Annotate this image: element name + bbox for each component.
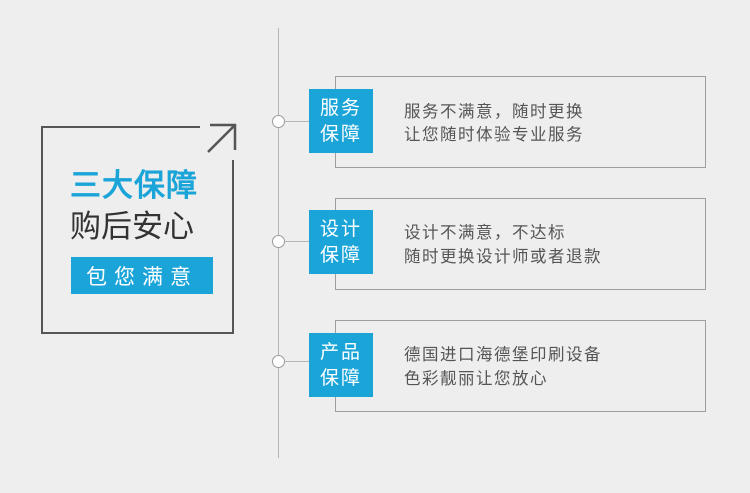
arrow-up-right-icon xyxy=(207,123,237,153)
timeline-node xyxy=(272,355,285,368)
timeline-connector xyxy=(285,121,309,122)
desc-line: 随时更换设计师或者退款 xyxy=(404,247,602,266)
tag-line: 保障 xyxy=(319,367,362,389)
tag-design: 设计 保障 xyxy=(309,210,373,274)
timeline-connector xyxy=(285,241,309,242)
tag-line: 设计 xyxy=(319,218,362,240)
guarantee-frame xyxy=(41,126,234,334)
panel-title: 三大保障 xyxy=(70,168,198,204)
desc-line: 设计不满意，不达标 xyxy=(404,223,566,242)
tag-line: 保障 xyxy=(319,244,362,266)
satisfaction-badge: 包您满意 xyxy=(71,257,213,294)
tag-line: 服务 xyxy=(319,97,362,119)
desc-line: 服务不满意，随时更换 xyxy=(404,102,584,121)
tag-service: 服务 保障 xyxy=(309,89,373,153)
tag-product: 产品 保障 xyxy=(309,333,373,397)
timeline-connector xyxy=(285,361,309,362)
desc-line: 让您随时体验专业服务 xyxy=(404,125,584,144)
desc-line: 色彩靓丽让您放心 xyxy=(404,369,548,388)
panel-subtitle: 购后安心 xyxy=(70,209,194,245)
timeline-node xyxy=(272,115,285,128)
desc-line: 德国进口海德堡印刷设备 xyxy=(404,345,602,364)
tag-line: 产品 xyxy=(319,341,362,363)
timeline-node xyxy=(272,235,285,248)
tag-line: 保障 xyxy=(319,123,362,145)
